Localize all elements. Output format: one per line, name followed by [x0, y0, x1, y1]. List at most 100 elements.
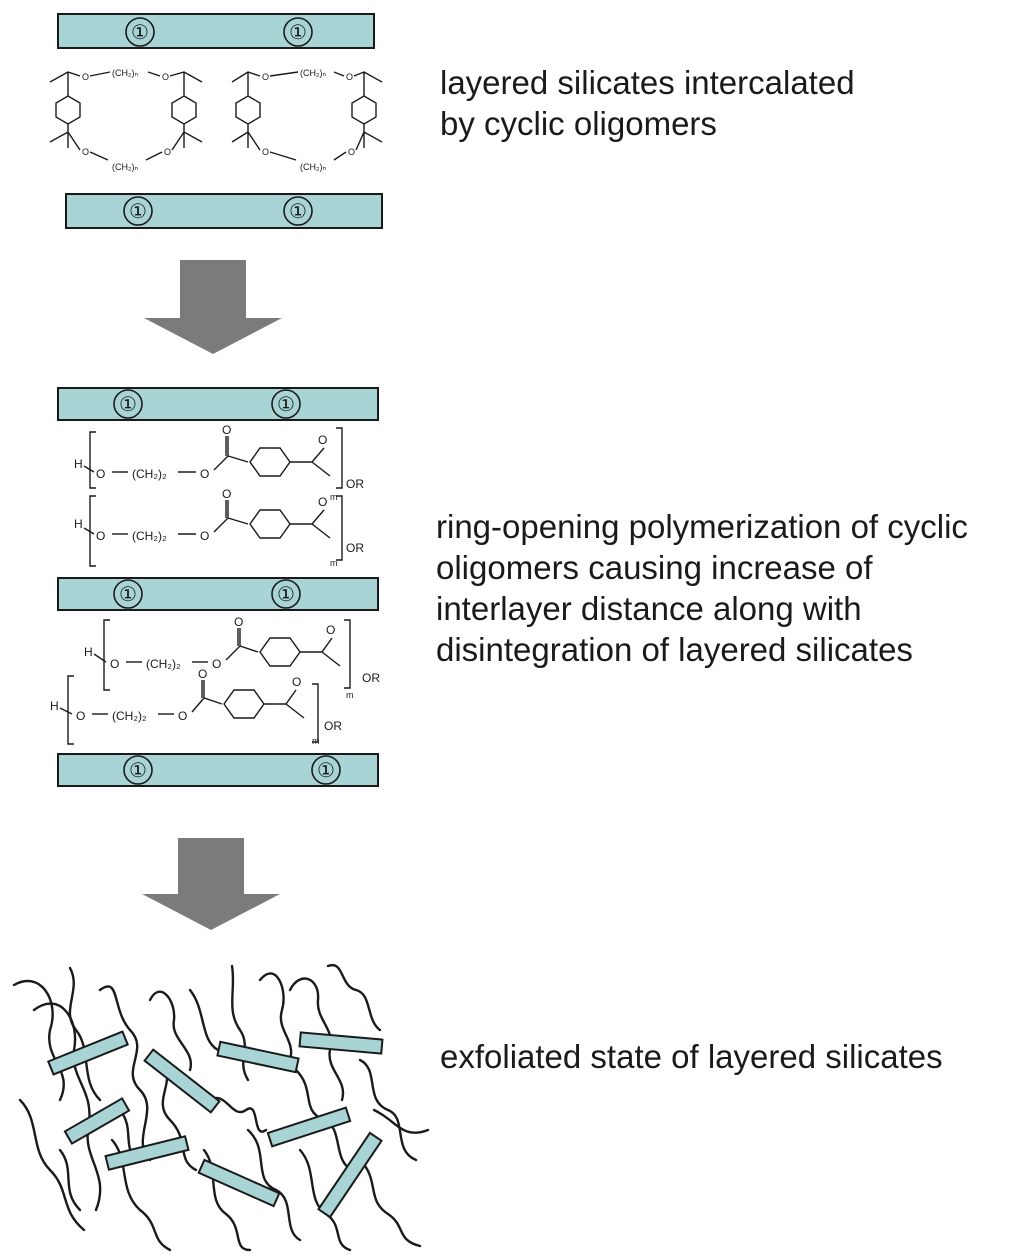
silicate-layer-rect	[57, 13, 375, 49]
cyclic-oligomer: O (CH₂)ₙ O O (CH₂)ₙ O	[49, 68, 203, 172]
oxygen-label: O	[292, 675, 301, 689]
repeat-m-label: m	[346, 690, 354, 700]
caption-line: ring-opening polymerization of cyclic	[436, 508, 968, 545]
oxygen-label: O	[262, 72, 269, 82]
charge-marker-label: ①	[131, 20, 149, 44]
polymer-chain: H O (CH₂)₂ O O O OR m	[74, 423, 364, 502]
caption-line: layered silicates intercalated	[440, 64, 855, 101]
caption-line: oligomers causing increase of	[436, 549, 873, 586]
caption-line: exfoliated state of layered silicates	[440, 1038, 943, 1075]
polymer-chains-tangle	[12, 963, 430, 1252]
stage-intercalated: ① ① O (CH₂)ₙ O O (CH₂)ₙ O	[49, 13, 383, 229]
charge-marker-label: ①	[277, 582, 295, 606]
oxygen-label: O	[82, 147, 89, 157]
ch2-label: (CH₂)ₙ	[300, 68, 326, 78]
oxygen-label: O	[318, 433, 327, 447]
caption-line: disintegration of layered silicates	[436, 631, 913, 668]
oxygen-label: O	[262, 147, 269, 157]
charge-marker	[113, 579, 143, 609]
silicate-platelet	[216, 1040, 300, 1074]
charge-marker-label: ①	[119, 582, 137, 606]
oxygen-label: O	[318, 495, 327, 509]
process-arrow	[142, 838, 280, 930]
or-label: OR	[324, 719, 342, 733]
silicate-layer-rect	[57, 387, 379, 421]
silicate-layer: ① ①	[65, 193, 383, 229]
ch2-label: (CH₂)ₙ	[300, 162, 326, 172]
oxygen-label: O	[346, 72, 353, 82]
caption-intercalated: layered silicates intercalated by cyclic…	[440, 62, 1000, 144]
stage-polymerization: ① ① H O (CH₂)₂ O O O OR m H O	[50, 387, 380, 787]
oxygen-label: O	[96, 529, 105, 543]
charge-marker	[283, 17, 313, 47]
oxygen-label: O	[198, 667, 207, 681]
oxygen-label: O	[348, 147, 355, 157]
repeat-m-label: m	[312, 736, 320, 746]
polymer-chain: H O (CH₂)₂ O O O OR m	[50, 667, 342, 746]
cyclic-oligomer: O (CH₂)ₙ O O (CH₂)ₙ O	[231, 68, 383, 172]
silicate-layer: ① ①	[57, 577, 379, 611]
exfoliated-silicate-platelets	[46, 1030, 384, 1219]
charge-marker	[283, 196, 313, 226]
charge-marker-label: ①	[129, 199, 147, 223]
or-label: OR	[346, 477, 364, 491]
caption-line: interlayer distance along with	[436, 590, 862, 627]
caption-line: by cyclic oligomers	[440, 105, 717, 142]
ch2-label: (CH₂)₂	[112, 709, 147, 723]
polymer-chain: H O (CH₂)₂ O O O OR m	[84, 615, 380, 700]
oxygen-label: O	[110, 657, 119, 671]
charge-marker	[123, 196, 153, 226]
repeat-m-label: m	[330, 492, 338, 502]
silicate-platelet	[197, 1158, 281, 1208]
oxygen-label: O	[164, 147, 171, 157]
oxygen-label: O	[96, 467, 105, 481]
oxygen-label: O	[326, 623, 335, 637]
silicate-layer-rect	[57, 753, 379, 787]
charge-marker	[271, 389, 301, 419]
ch2-label: (CH₂)₂	[146, 657, 181, 671]
polymer-chain: H O (CH₂)₂ O O O OR m	[74, 487, 364, 568]
silicate-platelet	[143, 1048, 221, 1114]
charge-marker-label: ①	[119, 392, 137, 416]
oxygen-label: O	[82, 72, 89, 82]
caption-exfoliated: exfoliated state of layered silicates	[440, 1036, 1020, 1077]
hydrogen-label: H	[84, 645, 93, 659]
hydrogen-label: H	[74, 457, 83, 471]
charge-marker-label: ①	[317, 758, 335, 782]
charge-marker-label: ①	[289, 199, 307, 223]
oxygen-label: O	[222, 487, 231, 501]
silicate-layer-rect	[57, 577, 379, 611]
silicate-layer: ① ①	[57, 387, 379, 421]
charge-marker	[123, 755, 153, 785]
oxygen-label: O	[162, 72, 169, 82]
silicate-platelet	[46, 1030, 130, 1076]
hydrogen-label: H	[50, 699, 59, 713]
or-label: OR	[362, 671, 380, 685]
charge-marker	[271, 579, 301, 609]
caption-polymerization: ring-opening polymerization of cyclic ol…	[436, 506, 1018, 670]
oxygen-label: O	[212, 657, 221, 671]
oxygen-label: O	[76, 709, 85, 723]
ch2-label: (CH₂)ₙ	[112, 68, 138, 78]
repeat-m-label: m	[330, 558, 338, 568]
or-label: OR	[346, 541, 364, 555]
silicate-platelet	[63, 1097, 131, 1145]
charge-marker-label: ①	[289, 20, 307, 44]
ch2-label: (CH₂)₂	[132, 529, 167, 543]
silicate-platelet	[317, 1131, 383, 1219]
oxygen-label: O	[200, 529, 209, 543]
silicate-platelet	[298, 1031, 384, 1055]
charge-marker-label: ①	[129, 758, 147, 782]
silicate-layer: ① ①	[57, 13, 375, 49]
oxygen-label: O	[178, 709, 187, 723]
ch2-label: (CH₂)₂	[132, 467, 167, 481]
oxygen-label: O	[200, 467, 209, 481]
silicate-platelet	[104, 1135, 190, 1171]
silicate-platelet	[266, 1106, 352, 1148]
hydrogen-label: H	[74, 517, 83, 531]
ch2-label: (CH₂)ₙ	[112, 162, 138, 172]
charge-marker	[311, 755, 341, 785]
stage-exfoliated	[12, 963, 430, 1252]
charge-marker	[125, 17, 155, 47]
oxygen-label: O	[222, 423, 231, 437]
